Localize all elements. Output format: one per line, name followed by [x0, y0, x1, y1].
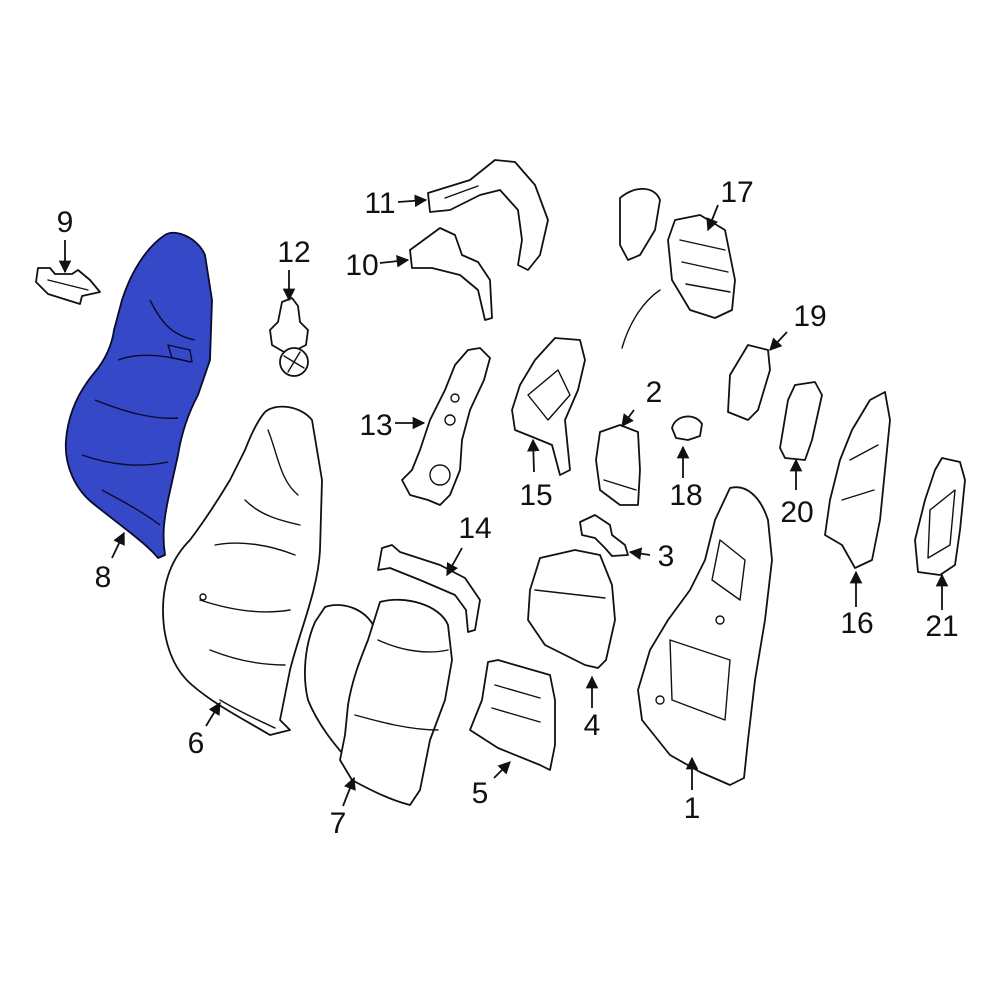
part-15-side-shield[interactable]	[511, 337, 586, 476]
callout-16[interactable]: 16	[840, 570, 874, 640]
part-7-seat-cushion-pad[interactable]	[304, 598, 453, 806]
leader-line-14	[446, 547, 463, 577]
callout-13[interactable]: 13	[359, 409, 426, 442]
callout-4[interactable]: 4	[584, 675, 601, 742]
callout-21[interactable]: 21	[925, 573, 959, 643]
part-5-lumbar-unit[interactable]	[469, 659, 556, 771]
callout-10[interactable]: 10	[345, 249, 410, 282]
callout-7[interactable]: 7	[330, 776, 356, 840]
callout-6[interactable]: 6	[188, 701, 221, 760]
callout-label-20: 20	[780, 496, 813, 529]
callout-label-12: 12	[277, 236, 310, 269]
part-20-trim-panel[interactable]	[779, 381, 823, 461]
leader-line-5	[493, 761, 511, 779]
callout-label-21: 21	[925, 610, 958, 643]
callout-label-15: 15	[519, 479, 552, 512]
part-16-side-trim[interactable]	[824, 391, 891, 569]
part-18-push-pin[interactable]	[671, 415, 703, 441]
part-10-bracket[interactable]	[409, 227, 493, 321]
callout-label-6: 6	[188, 727, 205, 760]
part-4-back-panel[interactable]	[527, 549, 616, 669]
callout-label-14: 14	[458, 512, 491, 545]
part-11-side-panel[interactable]	[427, 159, 549, 271]
callout-19[interactable]: 19	[769, 300, 827, 351]
leader-line-8	[111, 531, 125, 559]
leader-line-10	[379, 254, 410, 268]
leader-line-15	[527, 438, 540, 473]
leader-line-3	[628, 547, 651, 560]
callout-18[interactable]: 18	[669, 445, 703, 512]
leader-line-6	[205, 701, 221, 727]
part-14-bracket[interactable]	[377, 544, 481, 633]
callout-20[interactable]: 20	[780, 458, 814, 529]
part-12-recliner-motor[interactable]	[269, 297, 309, 377]
leader-line-11	[397, 194, 428, 208]
callout-label-18: 18	[669, 479, 702, 512]
callout-3[interactable]: 3	[628, 540, 675, 573]
leader-line-17	[706, 204, 719, 232]
callout-label-2: 2	[646, 376, 663, 409]
callout-label-1: 1	[684, 792, 701, 825]
callout-label-7: 7	[330, 807, 347, 840]
callout-9[interactable]: 9	[57, 206, 74, 274]
part-6-seat-back[interactable]	[162, 405, 323, 736]
leader-line-7	[342, 776, 356, 807]
part-17-lumbar-module[interactable]	[619, 187, 736, 349]
callout-2[interactable]: 2	[621, 376, 663, 428]
callout-8[interactable]: 8	[95, 531, 125, 594]
part-21-switch-panel[interactable]	[914, 457, 966, 576]
callout-label-13: 13	[359, 409, 392, 442]
part-19-connector[interactable]	[727, 344, 771, 421]
callout-label-5: 5	[472, 777, 489, 810]
callout-5[interactable]: 5	[472, 761, 511, 810]
callout-15[interactable]: 15	[519, 438, 553, 512]
callout-label-9: 9	[57, 206, 74, 239]
part-2-cover[interactable]	[595, 424, 641, 506]
part-9-clip[interactable]	[35, 267, 101, 305]
callout-label-4: 4	[584, 709, 601, 742]
leader-line-2	[621, 409, 635, 428]
callout-label-8: 8	[95, 561, 112, 594]
part-3-clip[interactable]	[579, 514, 629, 557]
part-13-side-bracket[interactable]	[401, 347, 491, 506]
callout-label-17: 17	[720, 176, 753, 209]
part-8-seat-back-cover[interactable]	[64, 231, 213, 559]
callout-17[interactable]: 17	[706, 176, 754, 232]
callout-label-11: 11	[364, 187, 395, 220]
callout-label-10: 10	[345, 249, 378, 282]
callout-label-3: 3	[658, 540, 675, 573]
callout-14[interactable]: 14	[446, 512, 492, 577]
callout-1[interactable]: 1	[684, 756, 701, 825]
callout-label-19: 19	[793, 300, 826, 333]
callout-label-16: 16	[840, 607, 873, 640]
callout-11[interactable]: 11	[364, 187, 428, 220]
part-1-seat-frame[interactable]	[637, 486, 773, 786]
callout-12[interactable]: 12	[277, 236, 311, 302]
leader-line-19	[769, 331, 788, 351]
